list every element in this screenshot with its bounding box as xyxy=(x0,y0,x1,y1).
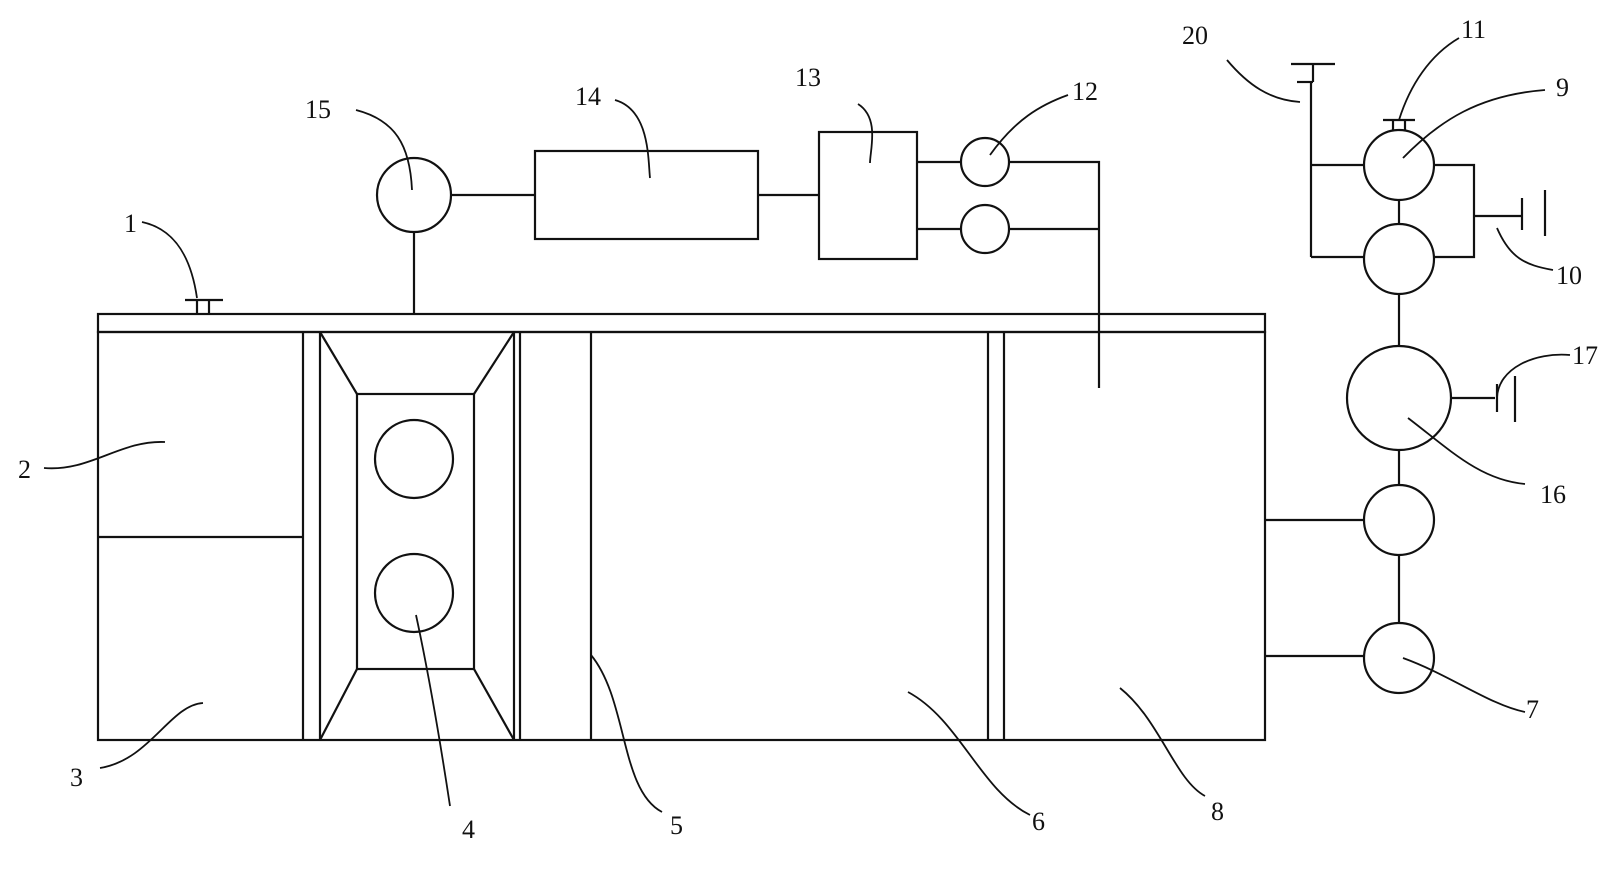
pump-middle xyxy=(1362,483,1436,557)
label-16: 16 xyxy=(1540,480,1566,509)
fan-inner-box xyxy=(355,392,476,671)
pump-7 xyxy=(1362,621,1436,695)
leader-8 xyxy=(1119,687,1206,797)
pump-9 xyxy=(1362,128,1436,202)
fan-lower xyxy=(373,552,455,634)
leader-13 xyxy=(857,103,874,164)
leader-7 xyxy=(1402,657,1526,713)
label-13: 13 xyxy=(795,63,821,92)
meter-12-lower xyxy=(959,203,1011,255)
label-20: 20 xyxy=(1182,21,1208,50)
main-housing xyxy=(96,312,1267,742)
bypass-right xyxy=(1434,163,1476,259)
label-2: 2 xyxy=(18,455,31,484)
leader-6 xyxy=(907,691,1031,816)
leader-4 xyxy=(415,614,451,807)
leader-10 xyxy=(1496,227,1554,271)
label-6: 6 xyxy=(1032,807,1045,836)
label-3: 3 xyxy=(70,763,83,792)
pump-16 xyxy=(1345,344,1453,452)
label-7: 7 xyxy=(1526,695,1539,724)
unit-14 xyxy=(533,149,760,241)
leader-17 xyxy=(1496,353,1571,399)
reference-numerals: 1 2 3 4 5 6 7 8 9 10 11 12 13 14 15 16 1… xyxy=(18,15,1598,844)
leader-14 xyxy=(614,99,651,179)
pump-9-lower xyxy=(1362,222,1436,296)
hood-line-tl xyxy=(319,331,358,395)
housing-top-rail xyxy=(96,312,1267,334)
leader-2 xyxy=(43,441,166,470)
leader-15 xyxy=(355,109,413,191)
leader-16 xyxy=(1407,417,1526,485)
label-1: 1 xyxy=(124,209,137,238)
label-12: 12 xyxy=(1072,77,1098,106)
label-10: 10 xyxy=(1556,261,1582,290)
unit-13 xyxy=(817,130,919,261)
leader-11 xyxy=(1398,37,1460,121)
fan-upper xyxy=(373,418,455,500)
label-4: 4 xyxy=(462,815,475,844)
fan-unit-4 xyxy=(319,331,515,741)
top-pipeline xyxy=(375,130,1101,388)
leader-9 xyxy=(1402,89,1546,159)
label-5: 5 xyxy=(670,811,683,840)
label-8: 8 xyxy=(1211,797,1224,826)
valve-1 xyxy=(185,298,223,314)
leader-3 xyxy=(99,702,204,769)
label-11: 11 xyxy=(1461,15,1486,44)
leader-12 xyxy=(989,94,1069,156)
leader-5 xyxy=(590,654,663,813)
hood-line-tr xyxy=(473,331,515,395)
label-14: 14 xyxy=(575,82,601,111)
pump-15 xyxy=(375,156,453,234)
hood-line-bl xyxy=(319,668,358,741)
leader-lines xyxy=(43,37,1571,816)
label-15: 15 xyxy=(305,95,331,124)
hood-line-br xyxy=(473,668,515,741)
label-17: 17 xyxy=(1572,341,1598,370)
leader-20 xyxy=(1226,59,1301,103)
pipe-12-upper-out xyxy=(1009,160,1101,388)
label-9: 9 xyxy=(1556,73,1569,102)
meter-12-upper xyxy=(959,136,1011,188)
leader-1 xyxy=(141,221,198,299)
